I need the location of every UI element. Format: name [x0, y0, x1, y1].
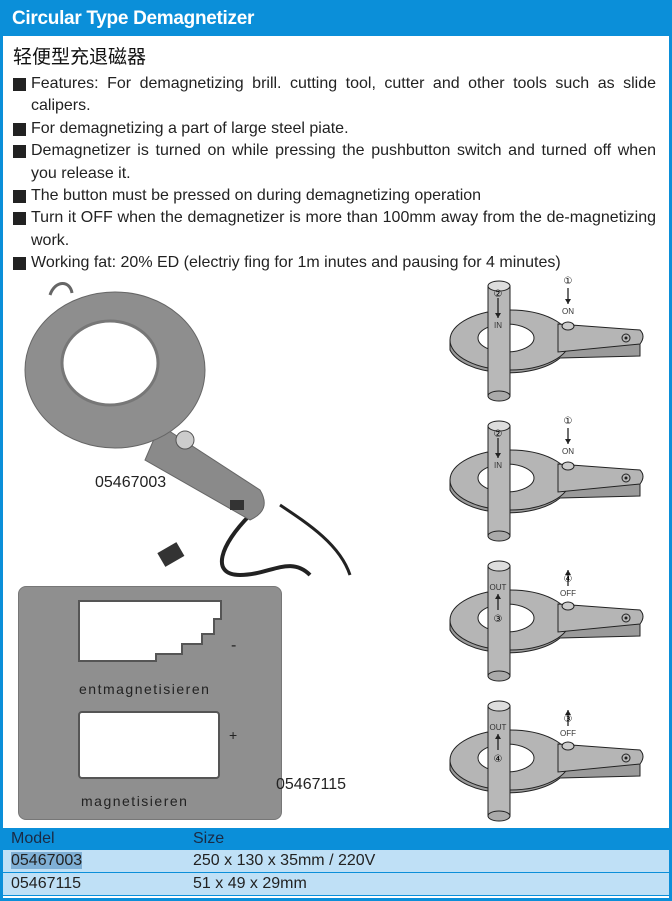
feature-item: For demagnetizing a part of large steel … — [12, 118, 656, 140]
switch-state-label: ON — [562, 307, 574, 316]
cell-model: 05467003 — [11, 852, 83, 869]
cell-size: 250 x 130 x 35mm / 220V — [193, 852, 376, 869]
product-code-05467003: 05467003 — [95, 474, 167, 491]
page-title: Circular Type Demagnetizer — [0, 0, 672, 36]
pad-label-entmagnetisieren: entmagnetisieren — [79, 681, 211, 697]
pad-demagnetizer-photo: entmagnetisieren - + magnetisieren — [18, 586, 282, 820]
spec-table: Model Size 05467003 250 x 130 x 35mm / 2… — [3, 828, 669, 896]
table-row[interactable]: 05467003 250 x 130 x 35mm / 220V — [3, 850, 669, 873]
feature-item: Features: For demagnetizing brill. cutti… — [12, 73, 656, 118]
switch-step-number: ① — [564, 416, 573, 427]
feature-item: Demagnetizer is turned on while pressing… — [12, 140, 656, 185]
switch-state-label: OFF — [560, 589, 576, 598]
usage-diagram-step-2: ① ON ② IN — [440, 412, 660, 552]
demagnetizer-diagram: ① ON ② IN — [449, 276, 644, 402]
feature-item: The button must be pressed on during dem… — [12, 185, 656, 207]
demagnetizer-diagram: ④ OFF ③ OUT — [449, 560, 644, 682]
rod-step-number: ② — [494, 289, 503, 300]
usage-diagram-step-1: ① ON ② IN — [440, 272, 660, 412]
rod-direction-label: OUT — [490, 723, 507, 732]
feature-item: Working fat: 20% ED (electriy fing for 1… — [12, 252, 656, 274]
circular-demagnetizer-photo — [24, 282, 352, 578]
pad-minus: - — [231, 637, 237, 654]
pad-label-magnetisieren: magnetisieren — [81, 793, 189, 809]
cell-model: 05467115 — [11, 875, 81, 892]
demagnetizer-diagram: ① ON ② IN — [449, 416, 644, 542]
pad-openings — [78, 600, 222, 779]
header-size: Size — [193, 829, 225, 847]
cell-size: 51 x 49 x 29mm — [193, 875, 307, 892]
feature-item: Turn it OFF when the demagnetizer is mor… — [12, 207, 656, 252]
product-code-05467115: 05467115 — [276, 776, 346, 793]
pad-plus: + — [229, 727, 238, 743]
switch-step-number: ④ — [564, 574, 573, 585]
rod-direction-label: IN — [494, 321, 502, 330]
switch-state-label: ON — [562, 447, 574, 456]
chinese-title: 轻便型充退磁器 — [13, 47, 147, 68]
feature-list: Features: For demagnetizing brill. cutti… — [12, 73, 656, 275]
switch-step-number: ③ — [564, 714, 573, 725]
rod-direction-label: IN — [494, 461, 502, 470]
header-model: Model — [11, 829, 55, 847]
rod-step-number: ② — [494, 429, 503, 440]
rod-step-number: ④ — [494, 754, 503, 765]
usage-diagram-step-4: ③ OFF ④ OUT — [440, 692, 660, 832]
switch-state-label: OFF — [560, 729, 576, 738]
rod-direction-label: OUT — [490, 583, 507, 592]
usage-diagram-step-3: ④ OFF ③ OUT — [440, 552, 660, 692]
rod-step-number: ③ — [494, 614, 503, 625]
demagnetizer-diagram: ③ OFF ④ OUT — [449, 700, 644, 822]
table-header: Model Size — [3, 828, 669, 850]
table-row[interactable]: 05467115 51 x 49 x 29mm — [3, 873, 669, 896]
switch-step-number: ① — [564, 276, 573, 287]
